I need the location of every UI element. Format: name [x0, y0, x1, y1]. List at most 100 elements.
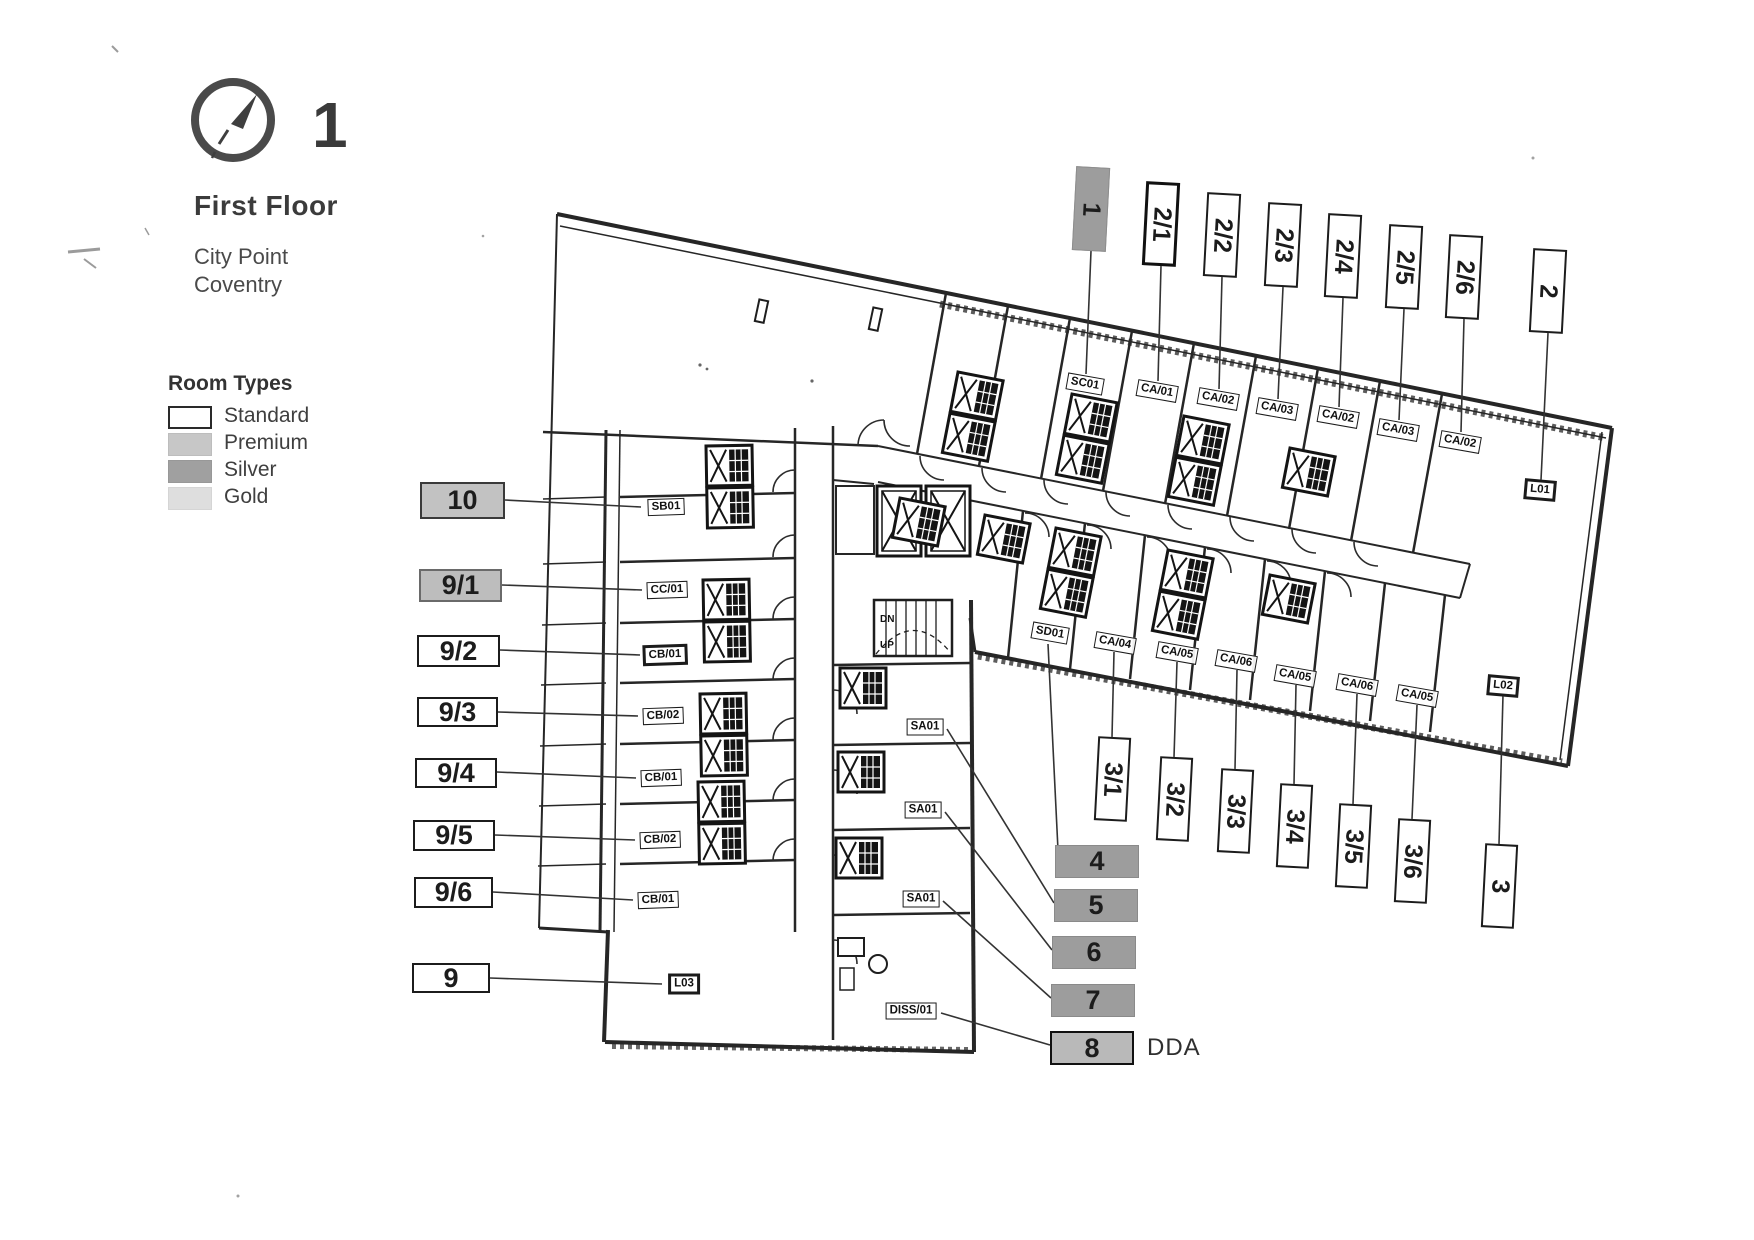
room-code-CB-01: CB/01 — [640, 768, 682, 788]
unit-label-9-5: 9/5 — [413, 820, 495, 851]
leader-line-3-3 — [1234, 669, 1238, 770]
room-code-CB-01: CB/01 — [637, 890, 679, 910]
exterior-walls — [538, 212, 1614, 1054]
unit-label-2-1: 2/1 — [1141, 181, 1181, 267]
unit-label-text: 3/6 — [1398, 842, 1428, 880]
unit-label-text: 9/5 — [435, 820, 473, 850]
unit-label-text: 2/6 — [1449, 258, 1480, 296]
leader-line-9-4 — [496, 771, 637, 779]
unit-label-text: 3/3 — [1221, 792, 1251, 830]
unit-label-text: 2/3 — [1268, 226, 1299, 264]
leader-line-3 — [1498, 694, 1504, 845]
unit-label-2-3: 2/3 — [1263, 202, 1303, 288]
unit-label-4: 4 — [1055, 845, 1139, 878]
leader-line-3-2 — [1173, 661, 1178, 758]
room-code-CB-02: CB/02 — [642, 706, 684, 726]
unit-label-text: 3 — [1485, 878, 1515, 894]
leader-line-2-2 — [1218, 276, 1223, 390]
page-title: First Floor — [194, 190, 338, 221]
stair-up-label: UP — [880, 640, 894, 651]
unit-label-2: 2 — [1528, 248, 1568, 334]
unit-label-3: 3 — [1480, 843, 1519, 929]
stair-down-label: DN — [880, 614, 894, 625]
unit-label-text: 5 — [1088, 890, 1104, 920]
leader-line-9 — [489, 977, 663, 985]
compass-icon — [191, 78, 275, 162]
leader-line-10 — [504, 499, 642, 508]
leader-line-2 — [1540, 332, 1549, 481]
unit-label-text: 7 — [1085, 985, 1101, 1015]
dda-note: DDA — [1147, 1034, 1201, 1061]
leader-line-9-6 — [492, 891, 634, 901]
unit-label-text: 3/1 — [1098, 760, 1128, 798]
leader-line-2-6 — [1460, 318, 1465, 433]
unit-label-text: 1 — [1077, 201, 1106, 217]
leader-line-2-4 — [1338, 297, 1344, 408]
room-code-SA01: SA01 — [906, 718, 944, 736]
room-code-SA01: SA01 — [904, 801, 942, 819]
unit-label-text: 3/4 — [1280, 807, 1310, 845]
unit-label-3-2: 3/2 — [1155, 756, 1194, 842]
leader-line-3-4 — [1293, 684, 1297, 785]
room-code-SB01: SB01 — [647, 497, 685, 517]
leader-line-5 — [946, 728, 1055, 904]
unit-label-text: 9/3 — [438, 696, 477, 727]
unit-label-text: 2/2 — [1207, 216, 1238, 254]
unit-label-text: 2 — [1534, 283, 1563, 299]
unit-label-text: 9/1 — [441, 570, 480, 600]
legend-swatch — [168, 460, 212, 483]
room-code-L03: L03 — [668, 973, 700, 995]
legend-swatch — [168, 487, 212, 510]
unit-label-text: 2/4 — [1328, 237, 1359, 275]
unit-label-3-3: 3/3 — [1216, 768, 1255, 854]
leader-line-6 — [944, 811, 1053, 951]
unit-label-text: 9/6 — [434, 877, 473, 907]
unit-label-2-4: 2/4 — [1323, 213, 1363, 299]
unit-label-text: 9/2 — [439, 635, 478, 666]
leader-line-2-1 — [1157, 265, 1162, 382]
unit-label-text: 3/5 — [1339, 827, 1369, 865]
unit-label-text: 10 — [447, 485, 478, 515]
legend-swatch — [168, 433, 212, 456]
leader-line-7 — [942, 900, 1052, 999]
unit-label-1: 1 — [1071, 166, 1111, 252]
unit-label-2-6: 2/6 — [1444, 234, 1484, 320]
legend-swatch — [168, 406, 212, 429]
floor-number: 1 — [312, 89, 348, 161]
leader-line-9-3 — [497, 711, 639, 717]
unit-label-2-2: 2/2 — [1202, 192, 1242, 278]
unit-label-text: 3/2 — [1160, 780, 1190, 818]
legend-label: Premium — [224, 431, 309, 454]
leader-line-9-5 — [494, 834, 636, 841]
unit-label-text: 8 — [1084, 1032, 1100, 1063]
legend-label: Gold — [224, 485, 269, 508]
room-code-L01: L01 — [1523, 478, 1557, 502]
legend-label: Silver — [224, 458, 277, 481]
unit-label-9-4: 9/4 — [415, 758, 497, 788]
unit-label-5: 5 — [1054, 889, 1138, 922]
unit-label-9-2: 9/2 — [417, 635, 500, 667]
unit-label-9-1: 9/1 — [419, 569, 502, 602]
leader-line-3-5 — [1352, 693, 1358, 805]
unit-label-3-6: 3/6 — [1393, 818, 1432, 904]
unit-label-8: 8 — [1050, 1031, 1134, 1065]
room-code-CB-01: CB/01 — [642, 643, 688, 667]
unit-label-10: 10 — [420, 482, 505, 519]
leader-line-1 — [1085, 250, 1092, 375]
room-code-DISS-01: DISS/01 — [885, 1002, 937, 1020]
unit-label-2-5: 2/5 — [1384, 224, 1424, 310]
room-code-CB-02: CB/02 — [639, 830, 681, 850]
right-wing-walls — [877, 292, 1471, 733]
unit-label-9-3: 9/3 — [417, 697, 498, 727]
unit-label-text: 2/5 — [1389, 248, 1420, 286]
leader-line-2-3 — [1277, 286, 1284, 400]
unit-label-9: 9 — [412, 963, 490, 993]
stair-icon: DN UP — [872, 598, 954, 658]
leader-line-2-5 — [1398, 308, 1405, 421]
unit-label-7: 7 — [1051, 984, 1135, 1017]
door-arcs — [772, 419, 1379, 965]
leader-line-9-1 — [501, 584, 643, 591]
